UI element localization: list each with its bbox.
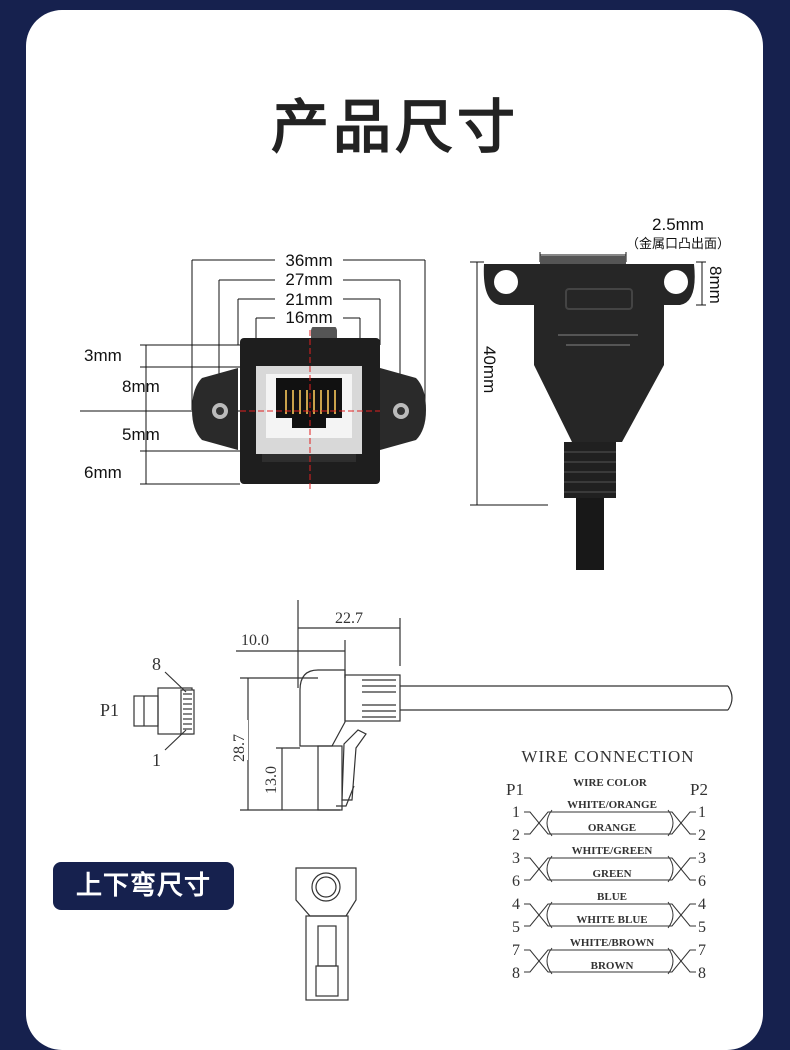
side-view [470, 252, 706, 570]
pin-number-right: 4 [698, 896, 706, 913]
plug-top-view [295, 867, 357, 1001]
pin-number-left: 5 [512, 919, 520, 936]
wire-color-top: WHITE/BROWN [570, 937, 654, 949]
pin-number-left: 8 [512, 965, 520, 982]
pin-number-left: 6 [512, 873, 520, 890]
wire-color-top: BLUE [597, 891, 627, 903]
dim-28-7-label: 28.7 [231, 734, 248, 762]
rj45-jack-front [192, 325, 426, 490]
pin-number-left: 2 [512, 827, 520, 844]
plug-side-view [236, 600, 733, 811]
wire-connection-diagram: WIRE CONNECTION P1 P2 WIRE COLOR [506, 747, 708, 799]
page-title: 产品尺寸 [270, 93, 519, 161]
pin-number-right: 1 [698, 804, 706, 821]
offset-label: 2.5mm [652, 215, 704, 234]
wire-color-bottom: WHITE BLUE [576, 914, 647, 926]
bend-dimensions-badge: 上下弯尺寸 [53, 862, 234, 910]
p2-wire-label: P2 [690, 780, 708, 799]
pin-1-label: 1 [152, 750, 161, 770]
pin-number-left: 1 [512, 804, 520, 821]
wire-pair: WHITE/ORANGE ORANGE 1 2 1 2 [512, 799, 706, 844]
pin-number-right: 7 [698, 942, 706, 959]
width-16-label: 16mm [285, 308, 332, 327]
offset-note: （金属口凸出面） [626, 236, 730, 252]
pin-number-right: 2 [698, 827, 706, 844]
width-27-label: 27mm [285, 270, 332, 289]
wire-color-bottom: BROWN [591, 960, 634, 972]
wire-pair: WHITE/BROWN BROWN 7 8 7 8 [512, 937, 706, 982]
p1-label: P1 [100, 700, 119, 720]
dim-22-7-label: 22.7 [335, 610, 363, 627]
height-3-label: 3mm [84, 346, 122, 365]
wire-color-top: WHITE/GREEN [572, 845, 653, 857]
height-6-label: 6mm [84, 463, 122, 482]
wire-color-bottom: GREEN [592, 868, 631, 880]
dim-10-0-label: 10.0 [241, 632, 269, 649]
height-5-label: 5mm [122, 425, 160, 444]
pin-number-left: 7 [512, 942, 520, 959]
pin-number-right: 6 [698, 873, 706, 890]
width-21-label: 21mm [285, 290, 332, 309]
p1-wire-label: P1 [506, 780, 524, 799]
pin-number-left: 4 [512, 896, 520, 913]
height-8-label: 8mm [122, 377, 160, 396]
pin-number-right: 5 [698, 919, 706, 936]
pin-number-right: 8 [698, 965, 706, 982]
dimension-drawings: 36mm 27mm 21mm 16mm 3mm 8mm 5mm 6mm [80, 215, 733, 1001]
wire-color-header: WIRE COLOR [573, 777, 648, 789]
flange-label: 8mm [706, 266, 725, 304]
wire-connection-title: WIRE CONNECTION [521, 747, 694, 766]
wire-color-bottom: ORANGE [588, 822, 636, 834]
pin-number-left: 3 [512, 850, 520, 867]
dim-13-0-label: 13.0 [263, 766, 280, 794]
pin-number-right: 3 [698, 850, 706, 867]
pin-8-label: 8 [152, 654, 161, 674]
wire-pair: BLUE WHITE BLUE 4 5 4 5 [512, 891, 706, 936]
plug-end-view [133, 671, 195, 751]
wire-pair: WHITE/GREEN GREEN 3 6 3 6 [512, 845, 706, 890]
wire-color-top: WHITE/ORANGE [567, 799, 657, 811]
width-36-label: 36mm [285, 251, 332, 270]
height-40-label: 40mm [480, 346, 499, 393]
